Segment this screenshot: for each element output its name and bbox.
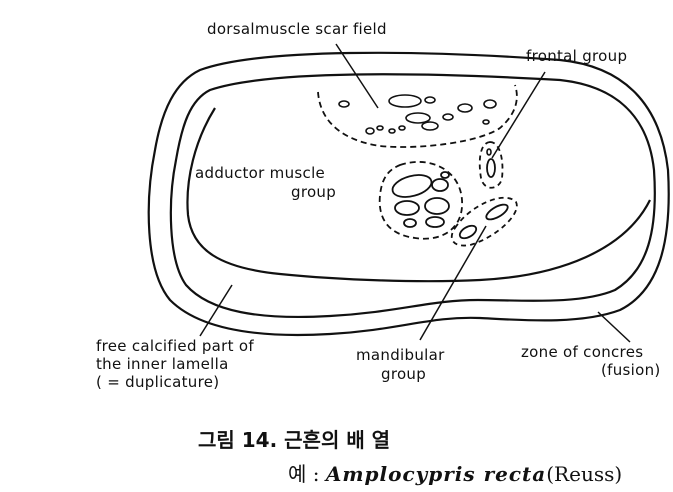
species-author: (Reuss) [546,462,623,486]
inner-margin [169,73,656,319]
dorsal-scars [338,94,497,135]
inner-lamella-line [186,107,651,283]
outer-margin [147,51,670,337]
adductor-group-outline [378,161,463,240]
label-mandibular: mandibular [356,346,445,364]
label-adductor-muscle: adductor muscle [195,164,326,182]
figure-caption-title: 그림 14. 근흔의 배 열 [198,428,391,452]
figure-caption-example: 예 : Amplocypris recta(Reuss) [288,458,622,487]
example-prefix: 예 : [288,462,326,486]
label-free-calcified-1: free calcified part of [96,337,254,355]
leader-lines [199,43,631,343]
label-adductor-group: group [291,183,337,201]
label-free-calcified-2: the inner lamella [96,355,229,373]
label-fusion: (fusion) [601,361,661,379]
label-mandibular-group: group [381,365,427,383]
adductor-scars [391,171,450,228]
frontal-group-outline [478,141,504,189]
label-zone-of-concrescence: zone of concres [521,343,644,361]
label-frontal-group: frontal group [526,47,628,65]
label-free-calcified-3: ( = duplicature) [96,373,220,391]
label-dorsal-muscle-scar-field: dorsalmuscle scar field [207,20,387,38]
dorsal-scar-field [317,84,518,148]
species-name: Amplocypris recta [325,462,547,486]
mandibular-group-outline [450,196,518,247]
